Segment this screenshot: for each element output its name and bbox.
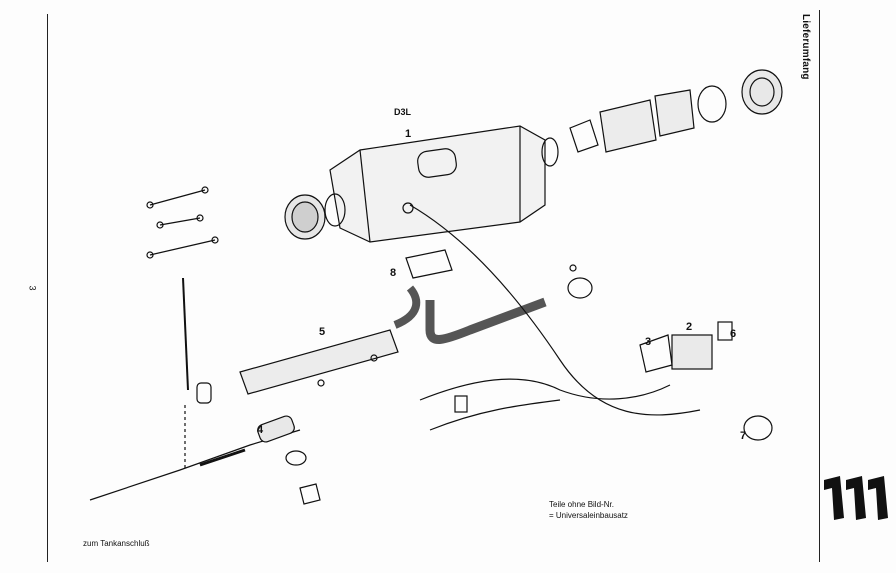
brand-logo-icon [824, 476, 888, 520]
note-line-1: Teile ohne Bild-Nr. [549, 500, 614, 509]
section-title: Lieferumfang [800, 14, 811, 80]
note-line-2: = Universaleinbausatz [549, 511, 628, 520]
callout-2: 2 [686, 321, 693, 333]
callout-8: 8 [390, 267, 397, 279]
left-margin-rule [47, 14, 48, 562]
callout-1: 1 [405, 128, 412, 140]
small-parts-illustration [299, 264, 577, 505]
right-margin-rule [819, 10, 820, 562]
model-label: D3L [394, 107, 412, 117]
heater-unit-illustration [284, 125, 559, 243]
parts-note: Teile ohne Bild-Nr. = Universaleinbausat… [549, 499, 628, 521]
intake-pipe-illustration [239, 249, 593, 395]
callout-7: 7 [740, 430, 747, 442]
fuel-line-fittings-illustration [146, 186, 219, 470]
callout-4: 4 [257, 424, 264, 436]
callout-6: 6 [730, 328, 737, 340]
upper-hose-illustration [569, 69, 783, 153]
fuel-pump-illustration [89, 415, 307, 501]
callout-3: 3 [645, 336, 652, 348]
footer-caption: zum Tankanschluß [83, 539, 150, 548]
wiring-harness-illustration [409, 204, 773, 441]
callout-5: 5 [319, 326, 326, 338]
